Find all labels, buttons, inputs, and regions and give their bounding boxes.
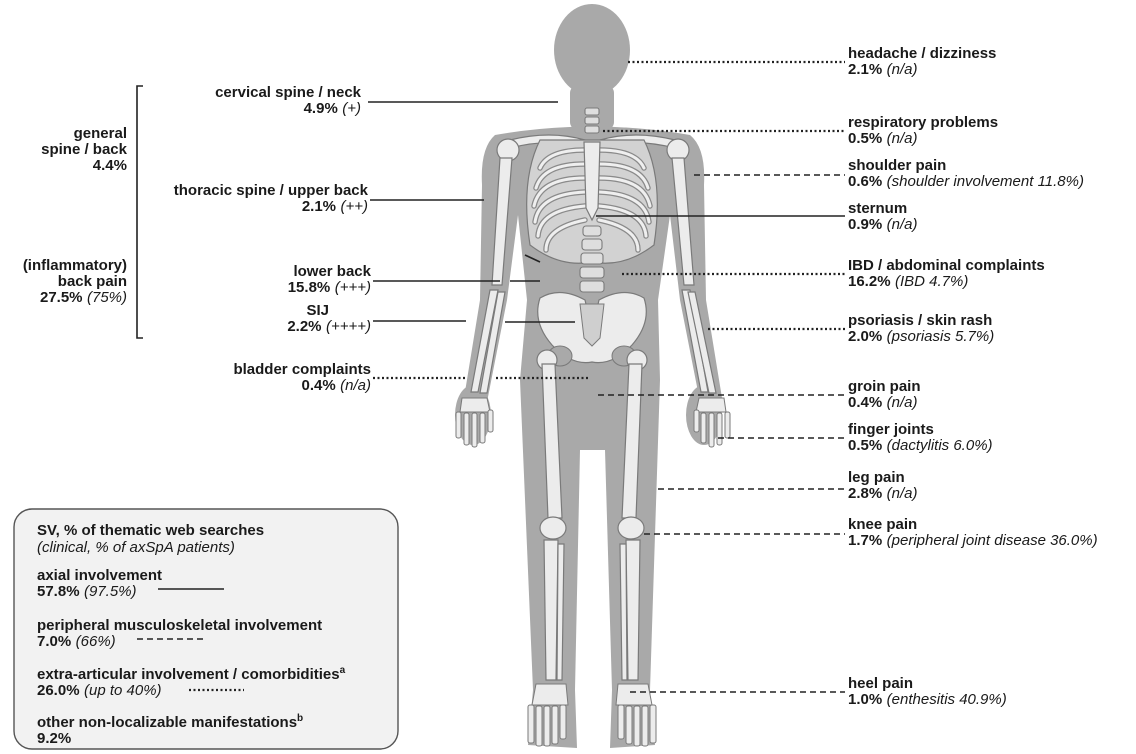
svg-text:cervical spine / neck: cervical spine / neck	[215, 84, 362, 101]
svg-text:2.2% (++++): 2.2% (++++)	[287, 318, 371, 335]
callout-leg: leg pain 2.8% (n/a)	[848, 469, 918, 502]
callout-knee: knee pain 1.7% (peripheral joint disease…	[848, 516, 1098, 549]
svg-text:extra-articular involvement /: extra-articular involvement / comorbidit…	[37, 665, 346, 683]
callout-finger: finger joints 0.5% (dactylitis 6.0%)	[848, 421, 993, 454]
svg-text:(inflammatory): (inflammatory)	[23, 257, 127, 274]
svg-text:57.8% (97.5%): 57.8% (97.5%)	[37, 583, 137, 600]
svg-text:0.5% (n/a): 0.5% (n/a)	[848, 130, 918, 147]
callout-shoulder: shoulder pain 0.6% (shoulder involvement…	[848, 157, 1084, 190]
svg-text:1.0% (enthesitis 40.9%): 1.0% (enthesitis 40.9%)	[848, 691, 1007, 708]
svg-text:26.0% (up to 40%): 26.0% (up to 40%)	[37, 682, 162, 699]
svg-text:15.8% (+++): 15.8% (+++)	[288, 279, 371, 296]
svg-text:9.2%: 9.2%	[37, 730, 71, 747]
svg-text:SIJ: SIJ	[306, 302, 329, 319]
svg-text:27.5% (75%): 27.5% (75%)	[40, 289, 127, 306]
svg-text:2.0% (psoriasis 5.7%): 2.0% (psoriasis 5.7%)	[848, 328, 994, 345]
callout-sij: SIJ 2.2% (++++)	[287, 302, 371, 335]
svg-text:other non-localizable manifest: other non-localizable manifestationsb	[37, 713, 303, 731]
svg-text:lower back: lower back	[293, 263, 371, 280]
svg-text:heel pain: heel pain	[848, 675, 913, 692]
svg-text:4.4%: 4.4%	[93, 157, 127, 174]
callout-heel: heel pain 1.0% (enthesitis 40.9%)	[848, 675, 1007, 708]
svg-text:4.9% (+): 4.9% (+)	[304, 100, 361, 117]
svg-text:finger joints: finger joints	[848, 421, 934, 438]
svg-text:bladder complaints: bladder complaints	[233, 361, 371, 378]
left-labels: cervical spine / neck 4.9% (+) thoracic …	[23, 84, 372, 394]
callout-respiratory: respiratory problems 0.5% (n/a)	[848, 114, 998, 147]
svg-text:7.0% (66%): 7.0% (66%)	[37, 633, 116, 650]
svg-text:1.7% (peripheral joint disease: 1.7% (peripheral joint disease 36.0%)	[848, 532, 1098, 549]
body-silhouette	[455, 4, 722, 748]
callout-cervical: cervical spine / neck 4.9% (+)	[215, 84, 362, 117]
callout-ibd: IBD / abdominal complaints 16.2% (IBD 4.…	[848, 257, 1045, 290]
group-inflammatory-back-pain: (inflammatory) back pain 27.5% (75%)	[23, 257, 127, 306]
svg-text:knee pain: knee pain	[848, 516, 917, 533]
spine-bracket	[137, 86, 143, 338]
svg-text:thoracic spine / upper back: thoracic spine / upper back	[174, 182, 369, 199]
callout-lowerback: lower back 15.8% (+++)	[288, 263, 372, 296]
svg-text:peripheral musculoskeletal inv: peripheral musculoskeletal involvement	[37, 617, 322, 634]
legend-subtitle: (clinical, % of axSpA patients)	[37, 539, 235, 556]
callout-groin: groin pain 0.4% (n/a)	[848, 378, 921, 411]
svg-text:shoulder pain: shoulder pain	[848, 157, 946, 174]
svg-text:0.4% (n/a): 0.4% (n/a)	[848, 394, 918, 411]
svg-text:2.1% (n/a): 2.1% (n/a)	[848, 61, 918, 78]
svg-text:back pain: back pain	[58, 273, 127, 290]
callout-bladder: bladder complaints 0.4% (n/a)	[233, 361, 371, 394]
legend-box: SV, % of thematic web searches (clinical…	[14, 509, 398, 749]
svg-text:2.1% (++): 2.1% (++)	[302, 198, 368, 215]
svg-text:psoriasis / skin rash: psoriasis / skin rash	[848, 312, 992, 329]
legend-title: SV, % of thematic web searches	[37, 522, 264, 539]
callout-psoriasis: psoriasis / skin rash 2.0% (psoriasis 5.…	[848, 312, 994, 345]
svg-text:groin pain: groin pain	[848, 378, 921, 395]
svg-text:general: general	[74, 125, 127, 142]
svg-text:headache / dizziness: headache / dizziness	[848, 45, 996, 62]
svg-text:leg pain: leg pain	[848, 469, 905, 486]
svg-text:sternum: sternum	[848, 200, 907, 217]
callout-headache: headache / dizziness 2.1% (n/a)	[848, 45, 996, 78]
svg-text:2.8% (n/a): 2.8% (n/a)	[848, 485, 918, 502]
svg-text:axial involvement: axial involvement	[37, 567, 162, 584]
svg-text:16.2% (IBD 4.7%): 16.2% (IBD 4.7%)	[848, 273, 968, 290]
group-general-spine: general spine / back 4.4%	[41, 125, 128, 174]
svg-text:IBD / abdominal complaints: IBD / abdominal complaints	[848, 257, 1045, 274]
right-labels: headache / dizziness 2.1% (n/a) respirat…	[848, 45, 1098, 708]
svg-text:spine / back: spine / back	[41, 141, 128, 158]
svg-text:0.4% (n/a): 0.4% (n/a)	[302, 377, 372, 394]
svg-text:0.5% (dactylitis 6.0%): 0.5% (dactylitis 6.0%)	[848, 437, 993, 454]
svg-text:respiratory problems: respiratory problems	[848, 114, 998, 131]
callout-sternum: sternum 0.9% (n/a)	[848, 200, 918, 233]
svg-text:0.6% (shoulder involvement 11.: 0.6% (shoulder involvement 11.8%)	[848, 173, 1084, 190]
svg-text:0.9% (n/a): 0.9% (n/a)	[848, 216, 918, 233]
callout-thoracic: thoracic spine / upper back 2.1% (++)	[174, 182, 369, 215]
